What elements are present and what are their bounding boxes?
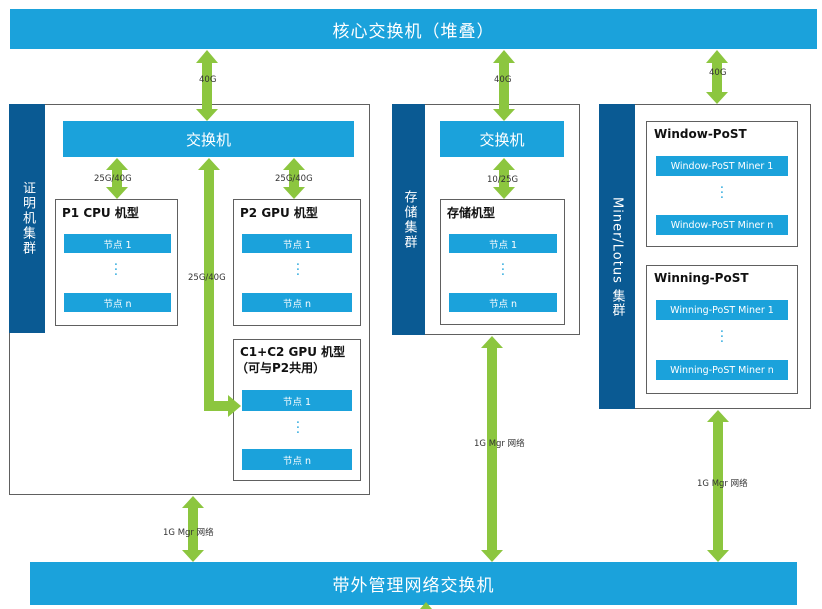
arrow-proof-mgmt [182, 496, 204, 562]
window-post-box: Window-PoST Window-PoST Miner 1 ··· Wind… [646, 121, 798, 247]
proof-cluster-side-label: 证明机集群 [9, 104, 45, 333]
window-post-miner-first: Window-PoST Miner 1 [656, 156, 788, 176]
window-post-title: Window-PoST [654, 127, 747, 141]
link-label-p2-switch: 25G/40G [275, 174, 313, 184]
p1-node-last-label: 节点 n [103, 298, 132, 310]
core-switch-bar: 核心交换机（堆叠） [10, 9, 817, 49]
oob-switch-label: 带外管理网络交换机 [332, 576, 495, 596]
arrow-storage-core [493, 50, 515, 121]
p1-node-first-label: 节点 1 [103, 239, 132, 251]
storage-title: 存储机型 [447, 206, 496, 220]
link-label-storage-switch: 10/25G [487, 175, 519, 185]
p2-node-first-label: 节点 1 [282, 239, 312, 251]
storage-node-last-label: 节点 n [488, 298, 518, 310]
p1-cpu-box: P1 CPU 机型 节点 1 ··· 节点 n [55, 199, 178, 326]
arrow-proof-core [196, 50, 218, 121]
storage-switch-label: 交换机 [479, 130, 525, 149]
core-switch-label: 核心交换机（堆叠） [332, 21, 495, 42]
storage-ellipsis: ··· [500, 258, 506, 283]
winning-post-miner-last: Winning-PoST Miner n [656, 360, 788, 380]
winning-post-miner-first: Winning-PoST Miner 1 [656, 300, 788, 320]
c1c2-gpu-subtitle: （可与P2共用） [236, 361, 326, 375]
window-post-miner-last: Window-PoST Miner n [656, 215, 788, 235]
c1c2-gpu-box: C1+C2 GPU 机型 （可与P2共用） 节点 1 ··· 节点 n [233, 339, 361, 481]
storage-cluster-side-label: 存储集群 [392, 104, 425, 335]
link-label-proof-core: 40G [199, 75, 217, 85]
miner-cluster-name: Miner/Lotus 集群 [609, 196, 625, 317]
arrow-storage-mgmt [481, 336, 503, 562]
window-post-miner-last-label: Window-PoST Miner n [670, 219, 774, 231]
proof-switch-label: 交换机 [185, 130, 231, 149]
window-post-ellipsis: ··· [719, 181, 725, 206]
miner-cluster-side-label: Miner/Lotus 集群 [599, 104, 635, 409]
oob-switch-bar: 带外管理网络交换机 [30, 562, 797, 605]
link-label-miner-mgmt: 1G Mgr 网络 [697, 479, 748, 489]
p2-ellipsis: ··· [295, 258, 301, 283]
c1c2-gpu-title: C1+C2 GPU 机型 [240, 345, 346, 359]
p1-ellipsis: ··· [113, 258, 119, 283]
p2-gpu-title: P2 GPU 机型 [240, 206, 318, 220]
p1-node-first: 节点 1 [64, 234, 171, 253]
link-label-miner-core: 40G [709, 68, 727, 78]
c1c2-node-last-label: 节点 n [282, 455, 312, 467]
arrow-p1-switch [106, 158, 128, 199]
storage-node-first: 节点 1 [449, 234, 557, 253]
storage-node-first-label: 节点 1 [488, 239, 518, 251]
link-label-proof-mgmt: 1G Mgr 网络 [163, 528, 214, 538]
proof-cluster-name: 证明机集群 [20, 181, 35, 256]
window-post-miner-first-label: Window-PoST Miner 1 [670, 160, 774, 172]
storage-cluster-name: 存储集群 [401, 189, 417, 250]
arrow-c1c2-switch [198, 158, 241, 417]
winning-post-title: Winning-PoST [654, 271, 749, 285]
link-label-storage-mgmt: 1G Mgr 网络 [474, 439, 525, 449]
winning-post-miner-last-label: Winning-PoST Miner n [670, 364, 774, 376]
storage-box: 存储机型 节点 1 ··· 节点 n [440, 199, 565, 325]
c1c2-ellipsis: ··· [295, 416, 301, 441]
link-label-p1-switch: 25G/40G [94, 174, 132, 184]
winning-post-box: Winning-PoST Winning-PoST Miner 1 ··· Wi… [646, 265, 798, 394]
p2-gpu-box: P2 GPU 机型 节点 1 ··· 节点 n [233, 199, 361, 326]
proof-switch: 交换机 [63, 121, 354, 157]
storage-node-last: 节点 n [449, 293, 557, 312]
p2-node-first: 节点 1 [242, 234, 352, 253]
arrow-miner-core [706, 50, 728, 104]
arrow-p2-switch [283, 158, 305, 199]
storage-switch: 交换机 [440, 121, 564, 157]
c1c2-node-last: 节点 n [242, 449, 352, 470]
p2-node-last: 节点 n [242, 293, 352, 312]
winning-post-miner-first-label: Winning-PoST Miner 1 [670, 304, 774, 316]
link-label-storage-core: 40G [494, 75, 512, 85]
link-label-c1c2-switch: 25G/40G [188, 273, 226, 283]
arrow-oob-tail [420, 602, 432, 609]
p1-node-last: 节点 n [64, 293, 171, 312]
p2-node-last-label: 节点 n [282, 298, 312, 310]
c1c2-node-first-label: 节点 1 [282, 396, 312, 408]
c1c2-node-first: 节点 1 [242, 390, 352, 411]
arrow-storage-switch [493, 158, 515, 199]
winning-post-ellipsis: ··· [719, 325, 725, 350]
arrow-miner-mgmt [707, 410, 729, 562]
p1-cpu-title: P1 CPU 机型 [62, 206, 139, 220]
